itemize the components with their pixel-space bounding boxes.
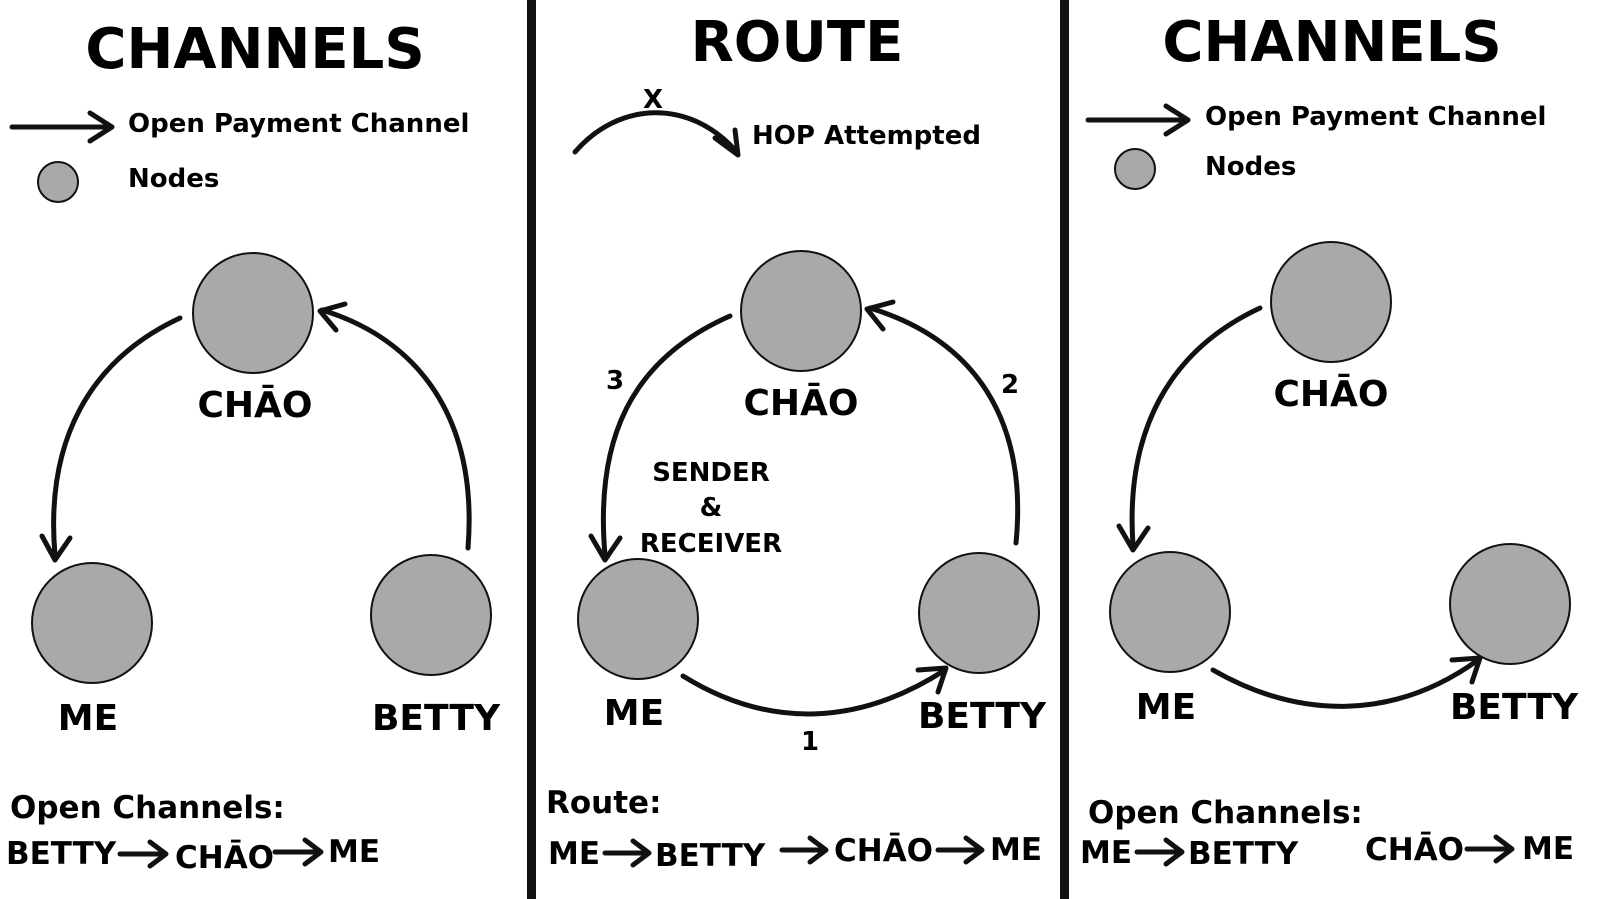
seq-betty: BETTY xyxy=(1188,836,1299,872)
node-betty xyxy=(370,554,492,676)
hop-3-arc xyxy=(600,313,733,558)
center-label-line-3: RECEIVER xyxy=(640,529,782,559)
node-label-me: ME xyxy=(604,693,664,734)
divider-right xyxy=(1060,0,1069,899)
node-label-me: ME xyxy=(58,698,118,739)
seq-me: ME xyxy=(328,834,380,870)
panel-channels-left: CHANNELS Open Payment Channel Nodes CHĀO… xyxy=(6,17,501,876)
arrowhead-icon xyxy=(317,301,348,333)
seq-chao: CHĀO xyxy=(175,840,274,876)
node-label-chao: CHĀO xyxy=(743,382,858,424)
hop-1-arc xyxy=(680,667,948,717)
node-label-betty: BETTY xyxy=(1450,687,1579,728)
arrowhead-icon xyxy=(39,533,73,563)
bottom-heading: Open Channels: xyxy=(10,790,285,826)
panel-route: ROUTE X HOP Attempted CHĀO ME BETTY SEND… xyxy=(546,10,1047,874)
arrowhead-icon xyxy=(1116,523,1151,553)
panel-channels-right: CHANNELS Open Payment Channel Nodes CHĀO… xyxy=(1080,10,1579,872)
arrowhead-icon xyxy=(864,299,896,332)
panel-title: CHANNELS xyxy=(1162,10,1501,75)
channel-me-betty xyxy=(1210,657,1481,709)
bottom-heading: Open Channels: xyxy=(1088,795,1363,831)
arrowhead-icon xyxy=(588,533,623,563)
seq-me: ME xyxy=(1080,835,1132,871)
hop-attempted-icon xyxy=(572,110,741,158)
panel-title: CHANNELS xyxy=(85,17,424,82)
node-chao xyxy=(192,252,314,374)
hop-label: HOP Attempted xyxy=(752,121,981,151)
seq-arrow-icon xyxy=(117,839,169,869)
node-betty xyxy=(918,552,1040,674)
arrowhead-icon xyxy=(1449,655,1483,685)
seq-me: ME xyxy=(548,836,600,872)
channel-chao-me xyxy=(51,315,183,558)
legend-arrow-icon xyxy=(9,110,115,144)
seq-arrow-icon xyxy=(1134,837,1185,867)
seq-betty: BETTY xyxy=(6,836,117,872)
node-me xyxy=(31,562,153,684)
legend-node-icon xyxy=(1114,148,1156,190)
seq-arrow-icon xyxy=(272,837,324,867)
center-label-line-1: SENDER xyxy=(652,458,770,488)
node-label-chao: CHĀO xyxy=(197,384,312,426)
hop-number-3: 3 xyxy=(606,366,624,396)
seq-me-end: ME xyxy=(990,832,1042,868)
node-chao xyxy=(740,250,862,372)
channel-betty-chao xyxy=(319,307,472,551)
node-label-betty: BETTY xyxy=(372,698,501,739)
seq-arrow-icon xyxy=(935,835,985,865)
divider-left xyxy=(527,0,536,899)
legend-arrow-icon xyxy=(1085,103,1191,137)
seq-betty: BETTY xyxy=(655,838,766,874)
legend-node-label: Nodes xyxy=(1205,152,1296,182)
node-betty xyxy=(1449,543,1571,665)
hop-mark: X xyxy=(643,85,663,115)
node-label-me: ME xyxy=(1136,687,1196,728)
node-me xyxy=(577,558,699,680)
node-chao xyxy=(1270,241,1392,363)
hop-2-arc xyxy=(867,305,1021,546)
legend-channel-label: Open Payment Channel xyxy=(1205,102,1546,132)
channel-chao-me xyxy=(1129,305,1263,548)
legend-node-icon xyxy=(37,161,79,203)
arrowhead-icon xyxy=(915,665,949,695)
legend-node-label: Nodes xyxy=(128,164,219,194)
panel-title: ROUTE xyxy=(691,10,904,75)
bottom-heading: Route: xyxy=(546,785,661,821)
seq2-chao: CHĀO xyxy=(1365,832,1464,868)
hop-number-2: 2 xyxy=(1001,370,1019,400)
node-label-chao: CHĀO xyxy=(1273,373,1388,415)
hop-number-1: 1 xyxy=(801,727,819,757)
center-label-line-2: & xyxy=(700,493,723,523)
seq-chao: CHĀO xyxy=(834,833,933,869)
node-me xyxy=(1109,551,1231,673)
seq-arrow-icon xyxy=(1464,834,1515,864)
seq2-me: ME xyxy=(1522,831,1574,867)
seq-arrow-icon xyxy=(602,838,652,868)
seq-arrow-icon xyxy=(779,835,829,865)
legend-channel-label: Open Payment Channel xyxy=(128,109,469,139)
node-label-betty: BETTY xyxy=(918,696,1047,737)
